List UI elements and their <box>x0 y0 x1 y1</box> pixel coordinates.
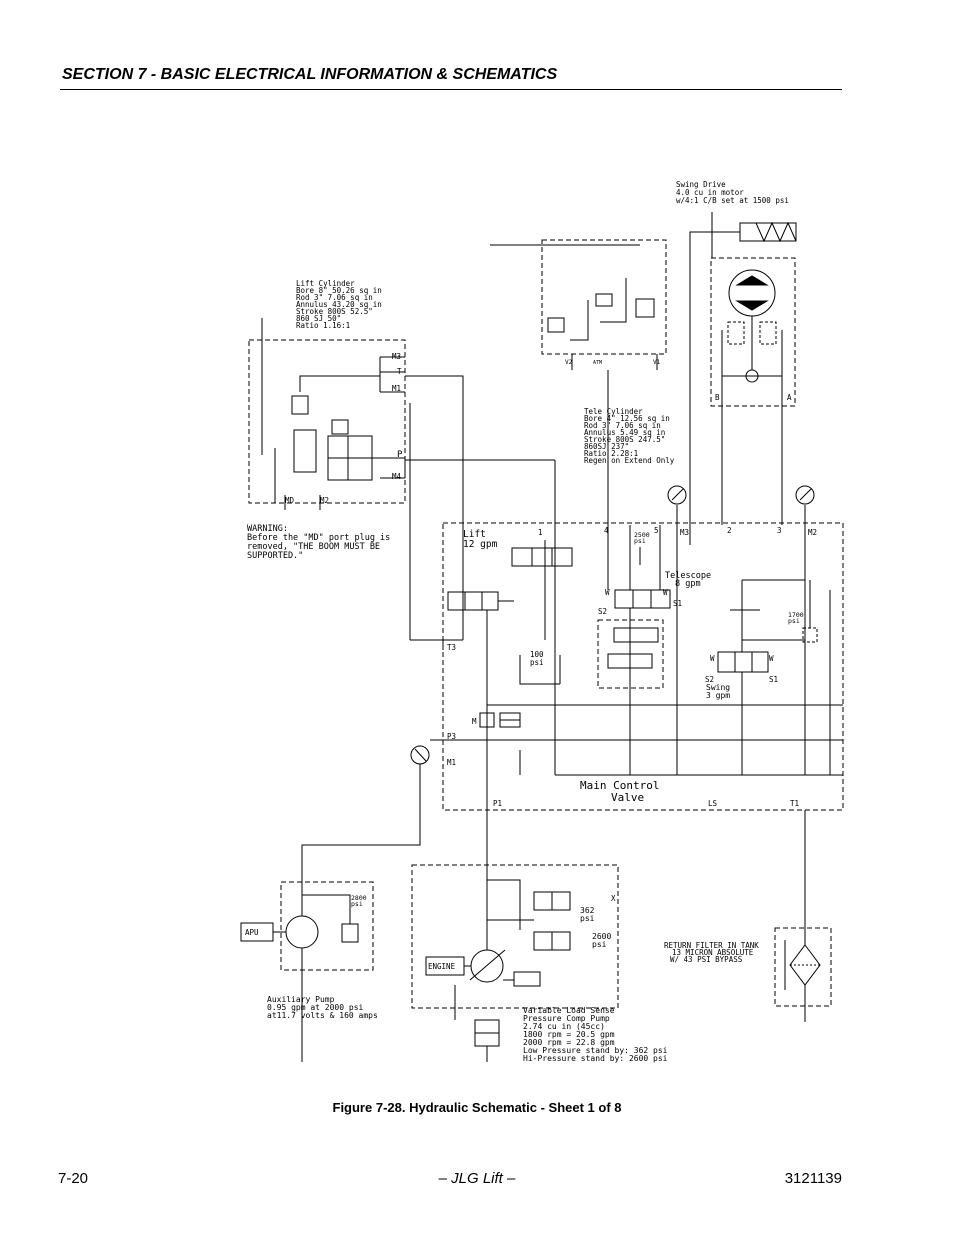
engine-label: ENGINE <box>428 962 456 971</box>
doc-number: 3121139 <box>784 1170 842 1187</box>
port-5: 5 <box>654 526 659 535</box>
boom-warning: WARNING: Before the "MD" port plug is re… <box>247 524 395 561</box>
lift-cylinder-spec: Lift Cylinder Bore 8" 50.26 sq in Rod 3"… <box>296 279 386 330</box>
port-w-swing-right: W <box>769 654 774 663</box>
port-t-top: T <box>397 367 402 376</box>
aux-pump-box <box>280 881 374 971</box>
port-a: A <box>787 393 792 402</box>
port-3: 3 <box>777 526 782 535</box>
figure-caption: Figure 7-28. Hydraulic Schematic - Sheet… <box>332 1100 622 1115</box>
port-v1: V1 <box>653 359 661 366</box>
main-control-valve-box <box>442 522 844 811</box>
gauge-m3 <box>667 485 687 505</box>
main-pump-label: Variable Load Sense Pressure Comp Pump 2… <box>523 1006 672 1063</box>
port-atm: ATM <box>593 360 602 366</box>
port-s1-tele: S1 <box>673 599 682 608</box>
footer-center: – JLG Lift – <box>438 1170 516 1187</box>
lift-holding-valve-box <box>248 339 406 504</box>
psi-2600-label: 2600 psi <box>592 932 616 949</box>
port-w-tele-left: W <box>605 588 610 597</box>
port-m: M <box>472 717 477 726</box>
port-ls: LS <box>708 799 718 808</box>
main-pump-box <box>411 864 619 1009</box>
auxiliary-pump-label: Auxiliary Pump 0.95 gpm at 2000 psi at11… <box>267 995 378 1020</box>
return-filter-label: RETURN FILTER IN TANK 13 MICRON ABSOLUTE… <box>664 941 763 964</box>
lift-valve-label: Lift 12 gpm <box>463 529 498 550</box>
port-m1-top: M1 <box>392 384 401 393</box>
psi-100-label: 100 psi <box>530 650 548 667</box>
port-2: 2 <box>727 526 732 535</box>
port-m3: M3 <box>680 528 689 537</box>
tele-holding-valve-box <box>541 239 667 355</box>
port-p1: P1 <box>493 799 502 808</box>
port-v2: V2 <box>565 359 573 366</box>
psi-1700-label: 1700 psi <box>788 611 808 625</box>
schematic-lines <box>240 212 844 1062</box>
swing-spool <box>717 651 769 673</box>
page-number: 7-20 <box>58 1170 89 1187</box>
psi-2500-label: 2500 psi <box>634 531 654 545</box>
main-control-valve-label: Main Control Valve <box>580 779 666 804</box>
return-filter-box <box>774 927 832 1007</box>
port-s1-swing: S1 <box>769 675 778 684</box>
section-title: SECTION 7 - BASIC ELECTRICAL INFORMATION… <box>62 66 558 83</box>
swing-motor-box <box>710 257 796 407</box>
port-b: B <box>715 393 720 402</box>
port-4: 4 <box>604 526 609 535</box>
psi-2800-label: 2800 psi <box>351 894 371 908</box>
apu-label: APU <box>245 928 259 937</box>
port-x: X <box>611 894 616 903</box>
psi-362-label: 362 psi <box>580 906 599 923</box>
telescope-valve-label: Telescope 8 gpm <box>665 571 716 589</box>
port-m3-top: M3 <box>392 352 401 361</box>
telescope-spool <box>614 589 671 609</box>
gauge-m2 <box>795 485 815 505</box>
port-t1: T1 <box>790 799 799 808</box>
port-w-swing-left: W <box>710 654 715 663</box>
port-p-top: P <box>397 450 403 460</box>
port-m2: M2 <box>808 528 817 537</box>
port-md: MD <box>285 496 295 505</box>
port-m1: M1 <box>447 758 456 767</box>
aux-pump <box>285 915 319 949</box>
header-rule <box>60 89 842 90</box>
tele-cylinder-spec: Tele Cylinder Bore 4" 12.56 sq in Rod 3"… <box>584 407 675 465</box>
port-w-tele-right: W <box>663 588 668 597</box>
lift-spool <box>511 547 573 567</box>
port-1: 1 <box>538 528 543 537</box>
swing-drive-label: Swing Drive 4.0 cu in motor w/4:1 C/B se… <box>676 180 789 205</box>
port-s2-tele: S2 <box>598 607 607 616</box>
port-m4: M4 <box>392 472 402 481</box>
port-m2-top: M2 <box>320 496 329 505</box>
port-s2-swing: S2 <box>705 675 714 684</box>
swing-valve-label: Swing 3 gpm <box>706 683 735 700</box>
port-p3: P3 <box>447 732 456 741</box>
port-t3: T3 <box>447 643 456 652</box>
